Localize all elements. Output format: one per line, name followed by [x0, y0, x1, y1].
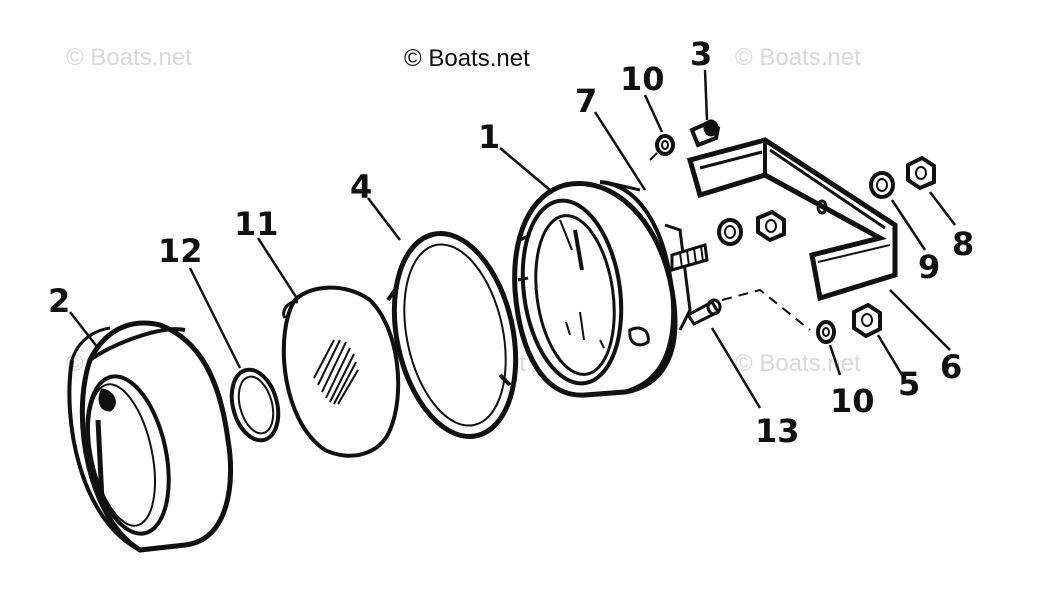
watermark: © Boats.net — [735, 44, 861, 71]
gauge-body-part — [512, 180, 709, 398]
lens-part — [281, 285, 401, 458]
callout-3: 3 — [690, 35, 712, 73]
screw-part — [689, 119, 721, 148]
bezel-housing-part — [67, 320, 234, 553]
bracket-part — [686, 137, 898, 302]
callout-13: 13 — [755, 412, 800, 450]
callout-8: 8 — [952, 225, 974, 263]
bracket-nut-washer — [717, 209, 786, 246]
callout-4: 4 — [350, 168, 372, 206]
washer-part — [869, 171, 895, 199]
copyright-notice: © Boats.net — [404, 45, 530, 72]
callout-2: 2 — [48, 282, 70, 320]
callout-10-lower: 10 — [830, 382, 875, 420]
callout-6: 6 — [940, 348, 962, 386]
small-ring-part — [229, 367, 281, 443]
gasket-ring-part — [386, 231, 519, 439]
nut-part-5 — [852, 302, 882, 339]
callout-1: 1 — [478, 118, 500, 156]
lock-washer-upper — [655, 134, 675, 156]
screw-part-13 — [685, 298, 722, 326]
callout-11: 11 — [234, 205, 279, 243]
callout-7: 7 — [575, 82, 597, 120]
callout-12: 12 — [158, 232, 203, 270]
watermark: © Boats.net — [66, 44, 192, 71]
leader-lines — [69, 69, 956, 409]
assembly-lines — [649, 149, 811, 331]
callout-5: 5 — [898, 365, 920, 403]
callout-9: 9 — [918, 248, 940, 286]
callout-10-upper: 10 — [620, 60, 665, 98]
lock-washer-lower — [816, 320, 836, 344]
nut-part-8 — [906, 155, 936, 191]
